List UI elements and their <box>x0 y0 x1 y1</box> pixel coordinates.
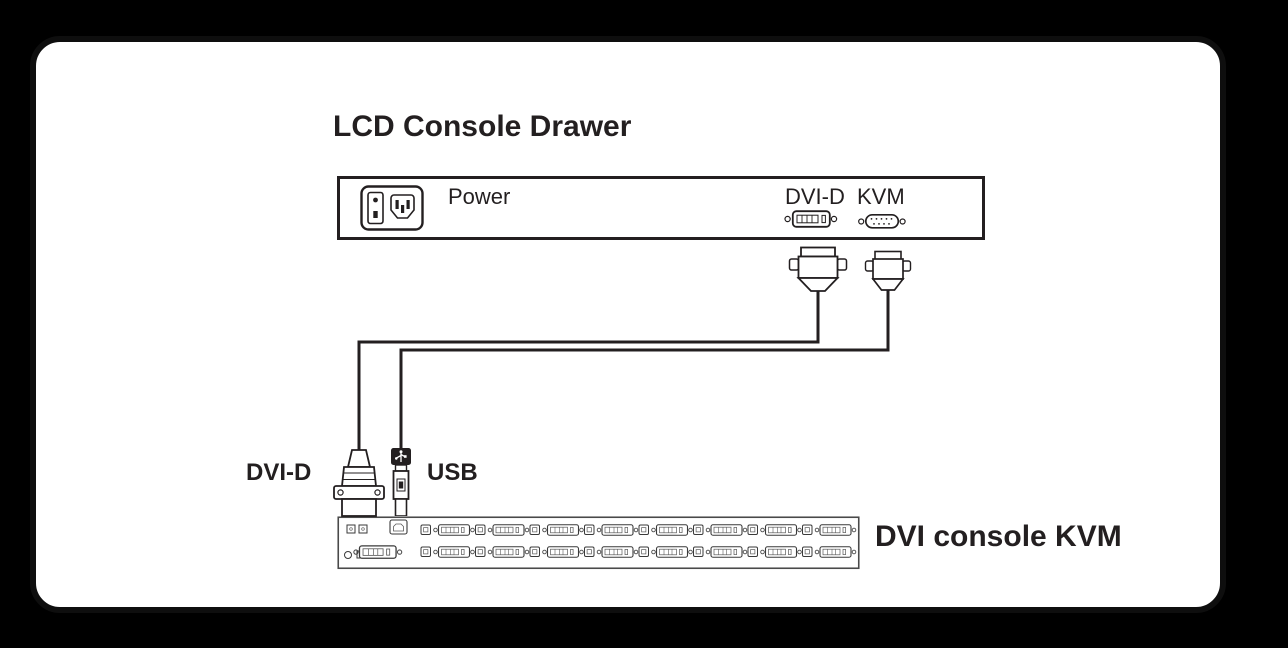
dvi-port-icon <box>784 210 838 228</box>
power-inlet-icon <box>360 185 424 231</box>
lcd-drawer-rear-panel: Power DVI-D KVM <box>337 176 985 240</box>
top-edge-bar <box>465 0 630 11</box>
kvm-port-label: KVM <box>857 184 905 209</box>
kvm-switch-label: DVI console KVM <box>875 520 1122 553</box>
power-label: Power <box>448 184 511 209</box>
usb-cable-label: USB <box>427 459 478 486</box>
dvi-cable-label: DVI-D <box>246 459 312 486</box>
kvm-dvi-console-port <box>353 545 403 559</box>
dvi-port-label: DVI-D <box>785 184 845 209</box>
kvm-switch-rear-icon <box>337 516 860 570</box>
dvi-plug-icon <box>788 246 848 300</box>
title-lcd-console-drawer: LCD Console Drawer <box>333 110 632 143</box>
usb-plug-icon <box>391 448 411 516</box>
kvm-usb-console-port <box>389 519 408 535</box>
vga-port-icon <box>858 213 906 229</box>
vga-plug-icon <box>864 250 912 296</box>
dvi-cable-connector-icon <box>333 444 385 517</box>
